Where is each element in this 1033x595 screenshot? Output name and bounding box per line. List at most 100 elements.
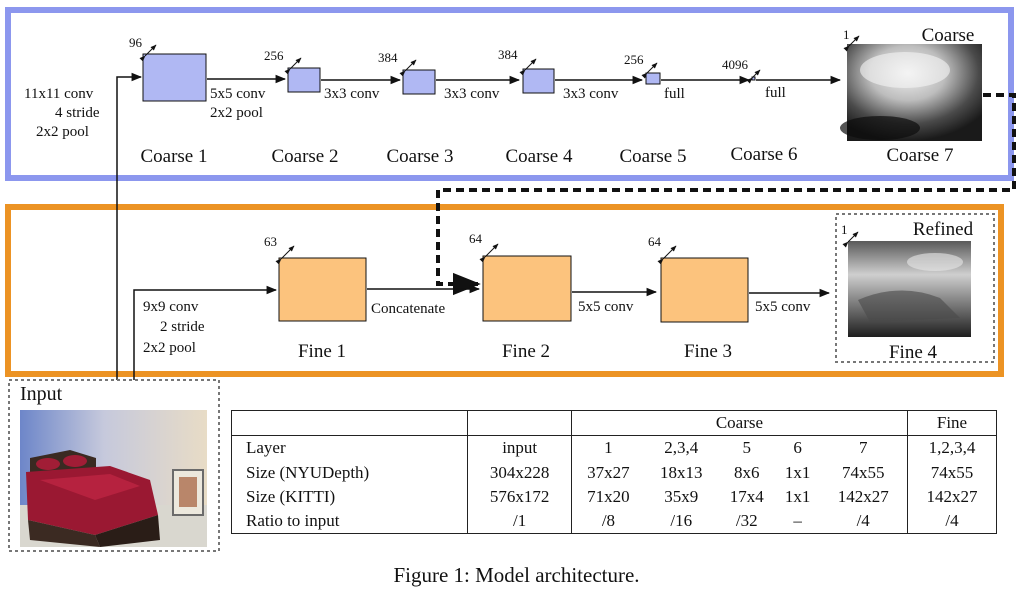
coarse-4-box: [522, 68, 555, 94]
layer-size-table: Coarse Fine Layer input 1 2,3,4 5 6 7 1,…: [230, 409, 997, 534]
coarse-4-dim-arrow: [519, 58, 537, 76]
refined-output-label: Refined: [913, 219, 974, 240]
coarse-2-label: Coarse 2: [271, 146, 338, 167]
fine-2-dim-arrow: [479, 243, 499, 263]
table-cell: input: [467, 435, 572, 461]
coarse-4-channels: 384: [498, 47, 518, 62]
input-frame: [8, 379, 220, 552]
coarse-3-box: [402, 69, 436, 95]
coarse-2-box: [287, 67, 321, 93]
table-cell: 142x27: [837, 486, 889, 506]
table-group-header-coarse: Coarse: [570, 409, 908, 436]
table-cell: /4: [819, 508, 908, 534]
table-cell: –: [775, 508, 820, 534]
fine-input-op-line-3: 2x2 pool: [143, 340, 196, 356]
table-cell: [467, 409, 572, 436]
coarse-3-channels: 384: [378, 50, 398, 65]
table-cell: /8: [570, 508, 645, 534]
table-cell: /4: [907, 508, 997, 534]
input-to-coarse-arrow: [116, 72, 143, 380]
table-cell: 74x55: [841, 462, 885, 482]
c3-c4-op: 3x3 conv: [444, 86, 500, 102]
coarse-6-dim-arrow: [746, 69, 761, 84]
fine-4-dim-arrow: [842, 231, 859, 248]
coarse-5-label: Coarse 5: [619, 146, 686, 167]
fine-input-op-line-2: 2 stride: [160, 319, 205, 335]
table-cell: 71x20: [570, 484, 645, 509]
table-cell: /1: [467, 508, 572, 534]
table-cell: 8x6: [733, 462, 760, 482]
coarse-output-label: Coarse: [922, 25, 975, 46]
table-cell: /32: [717, 508, 776, 534]
table-cell: 74x55: [907, 460, 997, 485]
coarse-5-dim-arrow: [641, 62, 658, 79]
coarse-1-dim-arrow: [139, 44, 157, 62]
coarse-4-label: Coarse 4: [505, 146, 573, 167]
table-row: Layer input 1 2,3,4 5 6 7 1,2,3,4: [230, 435, 997, 461]
coarse-input-ops: 11x11 conv 4 stride 2x2 pool: [24, 86, 100, 140]
coarse-5-box: [645, 72, 661, 85]
fine-1-dim-arrow: [275, 245, 295, 265]
fine-2-channels: 64: [469, 231, 483, 246]
fine-4-channels: 1: [841, 222, 848, 237]
c1-c2-op-line-1: 5x5 conv: [210, 86, 266, 102]
table-cell: 1x1: [784, 486, 811, 506]
coarse-2-dim-arrow: [284, 57, 302, 75]
table-cell: 5: [717, 435, 776, 461]
table-cell: [230, 409, 468, 436]
table-cell: Size (KITTI): [230, 484, 468, 509]
table-cell: Size (NYUDepth): [230, 460, 468, 485]
c2-c3-op: 3x3 conv: [324, 86, 380, 102]
table-cell: /16: [644, 508, 718, 534]
table-cell: 18x13: [660, 462, 703, 482]
table-cell: 35x9: [664, 486, 699, 506]
coarse-6-label: Coarse 6: [730, 144, 797, 165]
f2-f3-op: 5x5 conv: [578, 299, 634, 315]
table-row: Size (NYUDepth) 304x228 37x27 18x13 8x6 …: [230, 460, 997, 485]
coarse-7-dim-arrow: [843, 35, 860, 52]
fine-input-op-line-1: 9x9 conv: [143, 299, 199, 315]
table-cell: Ratio to input: [230, 508, 468, 534]
c6-c7-op: full: [765, 85, 786, 101]
fine-2-label: Fine 2: [502, 341, 550, 362]
coarse-1-box: [142, 53, 207, 102]
fine-2-box: [482, 255, 572, 322]
fine-panel: [5, 204, 1004, 377]
figure-caption: Figure 1: Model architecture.: [393, 563, 640, 587]
coarse-7-label: Coarse 7: [886, 145, 953, 166]
fine-3-label: Fine 3: [684, 341, 732, 362]
table-cell: 142x27: [907, 484, 997, 509]
fine-3-box: [660, 257, 749, 323]
table-cell: 1x1: [784, 462, 811, 482]
fine-1-box: [278, 257, 367, 322]
coarse-input-op-line-1: 11x11 conv: [24, 86, 94, 102]
table-cell: Layer: [230, 435, 468, 461]
table-cell: 1,2,3,4: [907, 435, 997, 461]
table-cell: 6: [775, 435, 820, 461]
table-cell: 1: [570, 435, 645, 461]
table-cell: 2,3,4: [644, 435, 718, 461]
table-row: Ratio to input /1 /8 /16 /32 – /4 /4: [230, 508, 997, 534]
c4-c5-op: 3x3 conv: [563, 86, 619, 102]
concatenate-op: Concatenate: [371, 301, 445, 317]
fine-4-frame: [835, 213, 995, 363]
coarse-input-op-line-3: 2x2 pool: [36, 124, 89, 140]
fine-3-dim-arrow: [657, 245, 677, 265]
coarse-3-label: Coarse 3: [386, 146, 453, 167]
table-group-header-row: Coarse Fine: [230, 409, 997, 436]
table-cell: 304x228: [467, 460, 572, 485]
coarse-2-channels: 256: [264, 48, 284, 63]
table-group-header-fine: Fine: [907, 409, 997, 436]
fine-3-channels: 64: [648, 234, 662, 249]
input-bedroom-image: [20, 410, 207, 547]
fine-1-label: Fine 1: [298, 341, 346, 362]
table-cell: 576x172: [467, 484, 572, 509]
c5-c6-op: full: [664, 86, 685, 102]
coarse-1-channels: 96: [129, 35, 143, 50]
coarse-input-op-line-2: 4 stride: [55, 105, 100, 121]
table-cell: 37x27: [570, 460, 645, 485]
coarse-6-channels: 4096: [722, 57, 749, 72]
table-row: Size (KITTI) 576x172 71x20 35x9 17x4 1x1…: [230, 484, 997, 509]
